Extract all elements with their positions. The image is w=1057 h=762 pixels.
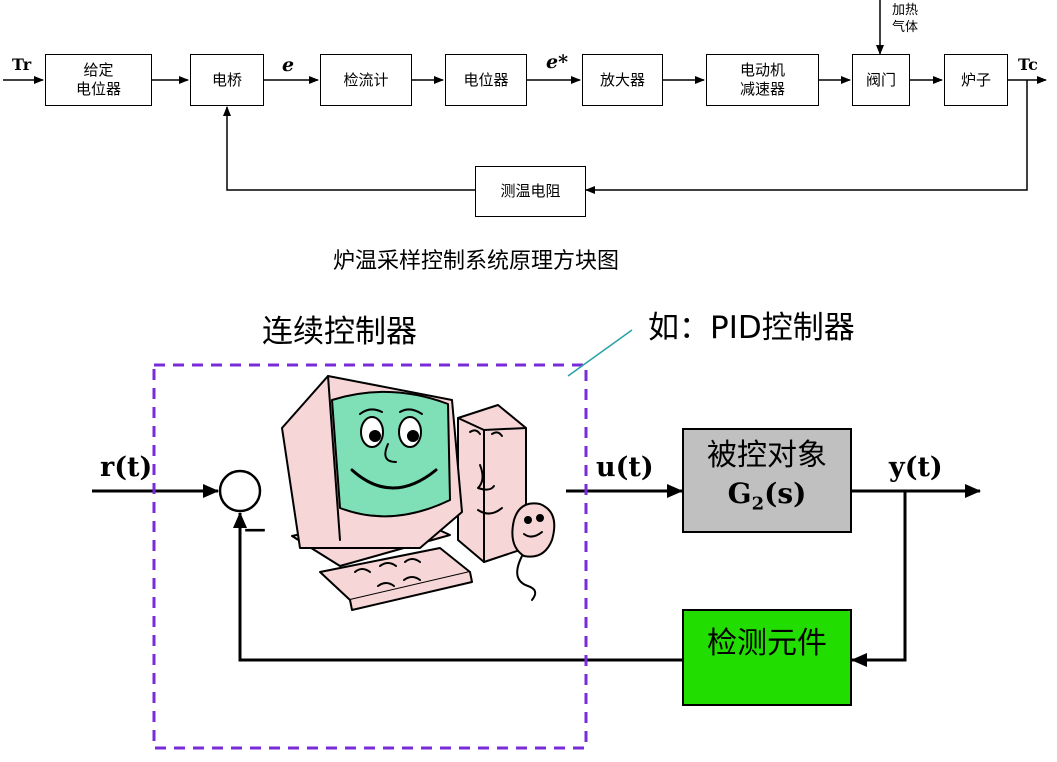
feedback-to-sensor	[851, 491, 907, 667]
face-smile	[350, 468, 438, 490]
monitor-screen-face	[331, 390, 451, 518]
block-amplifier: 放大器	[582, 54, 663, 106]
feedback-to-bridge	[223, 106, 475, 191]
callout-pid-controller: 如：PID控制器	[648, 310, 855, 346]
cartoon-computer-illustration	[281, 375, 556, 611]
controller-dashed-box	[152, 363, 588, 750]
signal-y-t: y(t)	[889, 452, 943, 483]
label-heating-gas: 加热 气体	[892, 3, 919, 35]
block-motor-reducer: 电动机 减速器	[706, 54, 819, 106]
feedback-to-summer	[233, 512, 682, 662]
signal-e: e	[282, 54, 295, 76]
feedback-to-thermistor	[585, 80, 1028, 194]
controller-title: 连续控制器	[262, 314, 417, 350]
block-furnace: 炉子	[944, 54, 1008, 106]
block-potentiometer: 电位器	[445, 54, 527, 106]
block-thermistor: 测温电阻	[475, 166, 586, 217]
signal-e-star: e*	[546, 51, 569, 73]
sensor-label: 检测元件	[707, 625, 827, 661]
signal-tc: Tc	[1018, 55, 1038, 74]
plant-block: 被控对象 G2(s)	[682, 428, 852, 533]
signal-tr: Tr	[12, 55, 32, 74]
signal-r-t: r(t)	[100, 452, 153, 483]
plant-transfer-function: G2(s)	[727, 477, 807, 515]
top-signal-lines	[3, 0, 1047, 194]
signal-u-t: u(t)	[596, 452, 654, 483]
block-bridge: 电桥	[190, 54, 264, 106]
callout-line	[567, 329, 633, 377]
summer-minus-sign: —	[244, 516, 266, 542]
summing-junction	[218, 469, 262, 513]
top-diagram-caption: 炉温采样控制系统原理方块图	[333, 249, 620, 274]
block-setpoint-potentiometer: 给定 电位器	[45, 54, 152, 106]
mouse	[511, 502, 556, 558]
plant-label: 被控对象	[707, 438, 827, 474]
sensor-block: 检测元件	[682, 609, 852, 706]
block-valve: 阀门	[852, 54, 910, 106]
block-galvanometer: 检流计	[320, 54, 412, 106]
